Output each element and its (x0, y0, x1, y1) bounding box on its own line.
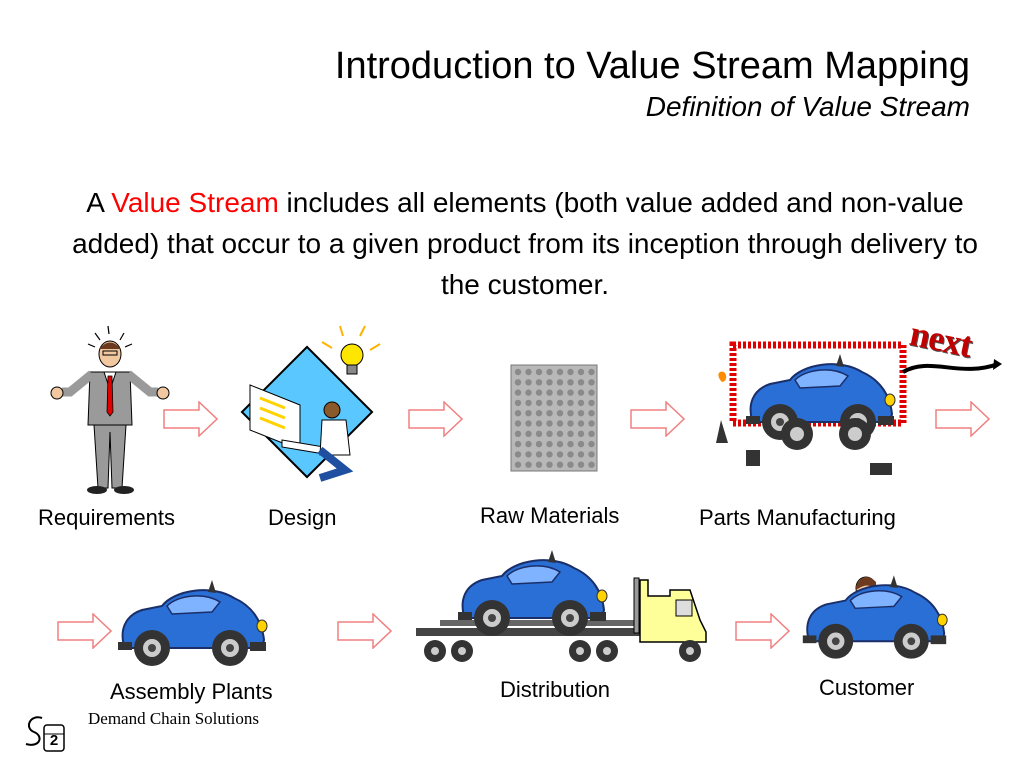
designer-at-computer-icon (240, 325, 381, 482)
flow-arrow (935, 401, 990, 437)
flow-arrow (163, 401, 218, 437)
flow-arrow (630, 401, 685, 437)
blue-car-icon (117, 579, 268, 667)
businessman-shrugging-icon (50, 325, 170, 494)
page-subtitle: Definition of Value Stream (645, 91, 970, 122)
company-logo-icon (25, 716, 65, 752)
step-label-raw-materials: Raw Materials (480, 503, 620, 528)
step-label-customer: Customer (819, 675, 915, 700)
definition-text: A Value Stream includes all elements (bo… (55, 182, 995, 305)
definition-highlight: Value Stream (111, 187, 279, 218)
flow-arrow (735, 613, 790, 649)
car-carrier-truck-icon (416, 549, 707, 662)
customer-driving-car-icon (801, 574, 949, 660)
car-parts-assembly-icon (716, 341, 1002, 475)
step-label-assembly-plants: Assembly Plants (110, 679, 273, 704)
step-label-distribution: Distribution (500, 677, 611, 702)
flow-arrow (337, 613, 392, 649)
footer-company: Demand Chain Solutions (88, 709, 259, 728)
page-number: 2 (49, 732, 59, 749)
step-label-design: Design (268, 505, 337, 530)
definition-lead: A (86, 187, 112, 218)
step-label-requirements: Requirements (38, 505, 175, 530)
flow-arrow (57, 613, 112, 649)
flow-arrow (408, 401, 463, 437)
step-label-parts-manufacturing: Parts Manufacturing (699, 505, 896, 530)
definition-rest: includes all elements (both value added … (72, 187, 978, 300)
raw-material-sheet-icon (510, 364, 598, 472)
page-title: Introduction to Value Stream Mapping (334, 45, 970, 87)
